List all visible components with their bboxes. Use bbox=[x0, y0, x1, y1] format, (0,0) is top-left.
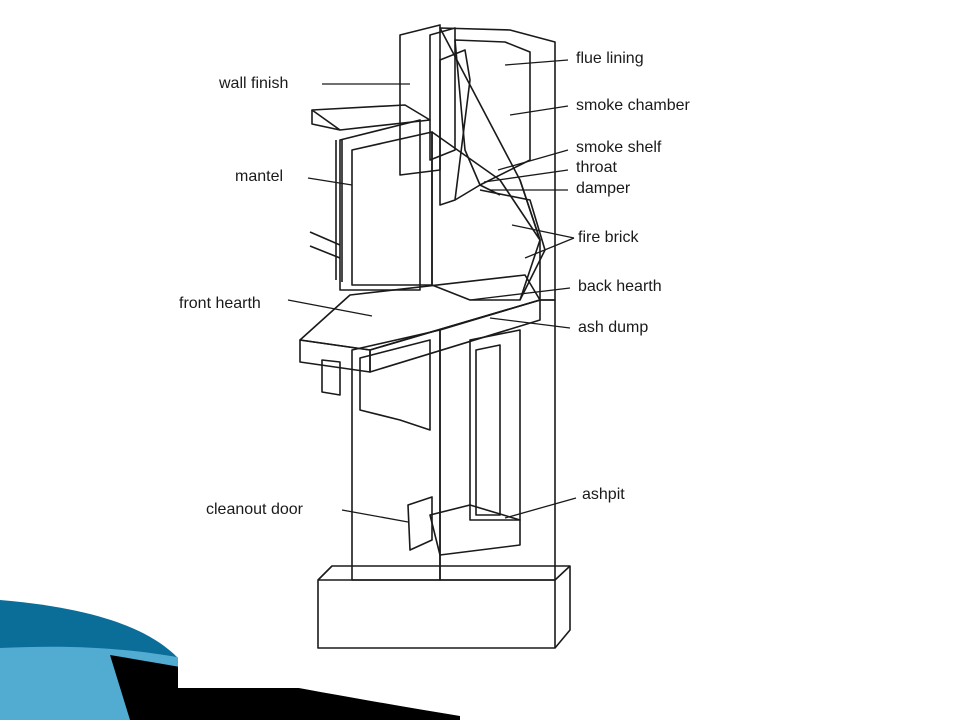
leader-throat bbox=[483, 169, 569, 183]
leader-back-hearth bbox=[469, 287, 571, 301]
label-ash-dump: ash dump bbox=[578, 319, 648, 336]
decorative-swoosh bbox=[0, 0, 590, 720]
leader-ashpit bbox=[504, 497, 577, 519]
leader-ash-dump bbox=[489, 317, 571, 329]
leader-smoke-shelf bbox=[497, 149, 569, 171]
leader-fire-brick-1 bbox=[511, 224, 575, 239]
leader-smoke-chamber bbox=[509, 105, 569, 116]
label-front-hearth: front hearth bbox=[179, 295, 261, 312]
label-cleanout-door: cleanout door bbox=[206, 501, 304, 518]
label-back-hearth: back hearth bbox=[578, 278, 662, 295]
leader-fire-brick-2 bbox=[524, 237, 575, 259]
label-wall-finish: wall finish bbox=[218, 75, 288, 92]
label-smoke-chamber: smoke chamber bbox=[576, 97, 690, 114]
ashpit-floor bbox=[429, 504, 521, 556]
cleanout-door-shape bbox=[407, 496, 433, 551]
hearth-slab bbox=[299, 274, 541, 396]
label-fire-brick: fire brick bbox=[578, 229, 639, 246]
label-throat: throat bbox=[576, 159, 617, 176]
label-ashpit: ashpit bbox=[582, 486, 625, 503]
label-damper: damper bbox=[576, 180, 631, 197]
leader-mantel bbox=[307, 177, 353, 186]
leader-flue-lining bbox=[504, 59, 569, 66]
label-flue-lining: flue lining bbox=[576, 50, 644, 67]
diagram-labels: flue lining wall finish smoke chamber sm… bbox=[179, 50, 690, 523]
leader-cleanout-door bbox=[341, 509, 409, 523]
label-smoke-shelf: smoke shelf bbox=[576, 139, 662, 156]
leader-front-hearth bbox=[287, 299, 373, 317]
label-mantel: mantel bbox=[235, 168, 283, 185]
image-frame bbox=[178, 0, 590, 688]
